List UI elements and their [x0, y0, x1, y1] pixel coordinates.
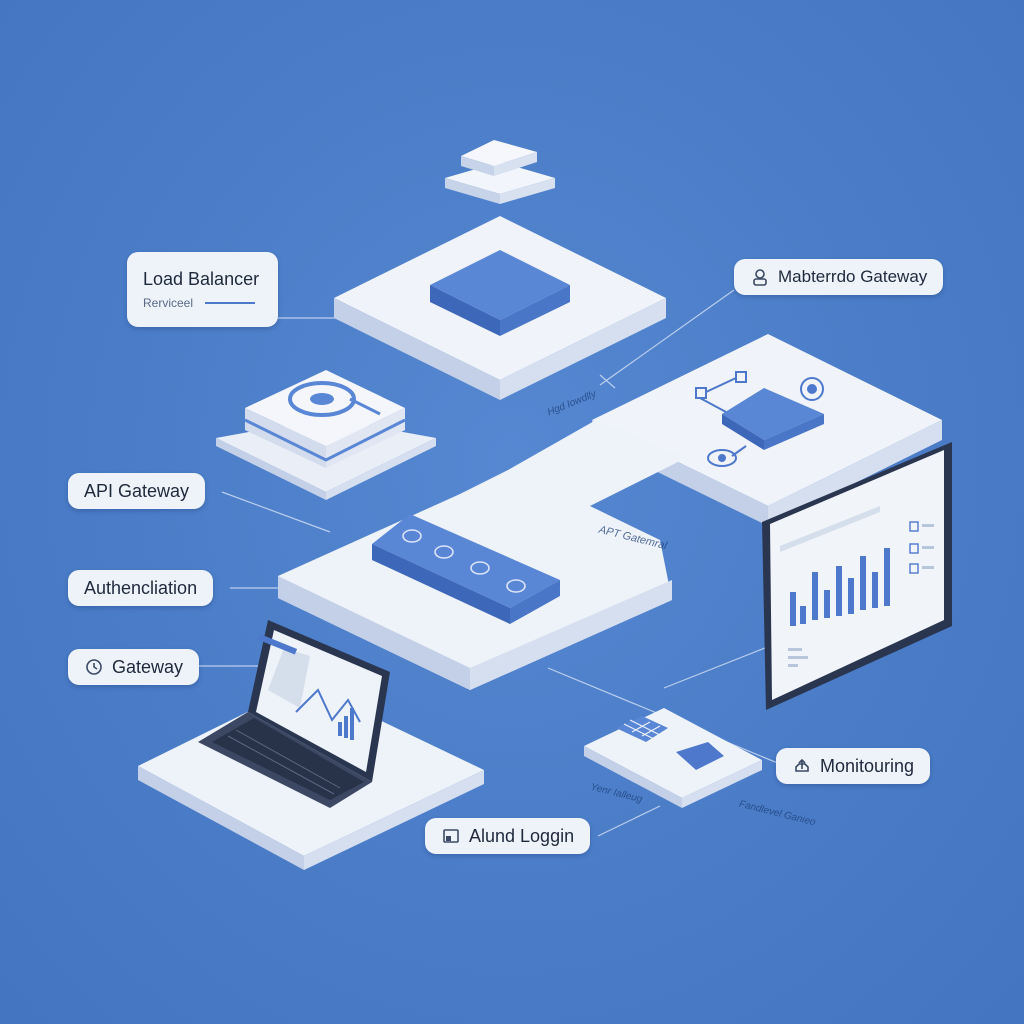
load-balancer-platform [334, 216, 666, 400]
api-central-platform [278, 420, 686, 690]
authentication-label: Authencliation [68, 570, 214, 606]
gateway-left-label: Gateway [68, 649, 200, 685]
monitoring-dashboard [762, 442, 952, 710]
document-icon [443, 829, 459, 843]
monitoring-text: Monitouring [820, 755, 915, 776]
top-cube-stack [445, 140, 555, 204]
load-balancer-subtitle-row: Rerviceel [143, 296, 256, 310]
gateway-top-text: Mabterrdo Gateway [778, 267, 928, 286]
refresh-icon [86, 659, 102, 675]
gateway-top-label: Mabterrdo Gateway [734, 259, 944, 295]
authentication-text: Authencliation [84, 577, 198, 598]
load-balancer-underline [205, 302, 256, 304]
logging-platform [584, 708, 762, 808]
logging-text: Alund Loggin [469, 825, 575, 846]
gateway-left-text: Gateway [112, 656, 184, 677]
user-icon [753, 269, 767, 286]
api-gateway-text: API Gateway [84, 480, 190, 501]
load-balancer-title: Load Balancer [143, 269, 260, 289]
logging-label: Alund Loggin [425, 818, 591, 854]
load-balancer-subtitle: Rerviceel [143, 296, 194, 310]
api-gateway-label: API Gateway [68, 473, 206, 509]
service-node-platform [216, 370, 436, 500]
monitoring-label: Monitouring [776, 748, 931, 784]
cloud-upload-icon [795, 758, 809, 772]
load-balancer-label: Load Balancer Rerviceel [127, 252, 278, 327]
laptop-platform [138, 620, 484, 870]
